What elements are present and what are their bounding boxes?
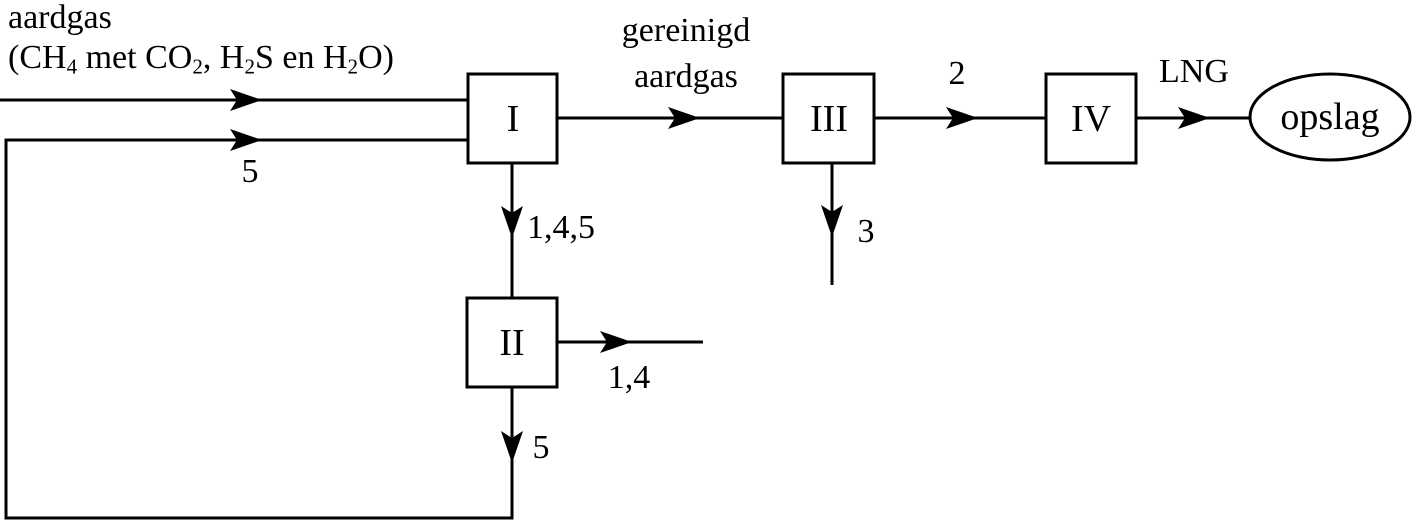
- arrowhead-II-recycle: [501, 431, 523, 463]
- arrowhead-IV-to-storage: [1178, 107, 1210, 129]
- unit-I-box: [466, 72, 559, 165]
- arrowhead-I-to-III: [668, 107, 700, 129]
- formula-subscript: 2: [244, 54, 255, 79]
- unit-IV-box: [1044, 72, 1138, 165]
- stream-label-purified-line1: gereinigd: [621, 12, 751, 49]
- formula-subscript: 2: [192, 54, 203, 79]
- stream-label-purified-line2: aardgas: [634, 58, 738, 95]
- stream-label-recycle-feed: 5: [241, 153, 259, 190]
- recycle-loop-line: [4, 138, 514, 520]
- formula-part: S en H: [254, 39, 348, 76]
- stream-label-II-output: 1,4: [607, 359, 651, 396]
- stream-label-III-output: 3: [857, 213, 875, 250]
- arrowhead-feed: [230, 89, 262, 111]
- formula-part: O): [358, 39, 394, 76]
- unit-III-box: [781, 72, 876, 165]
- stream-label-III-to-IV: 2: [948, 55, 966, 92]
- formula-subscript: 4: [66, 54, 78, 79]
- storage-ellipse: [1248, 72, 1412, 162]
- unit-IV-label: IV: [1070, 98, 1112, 140]
- formula-subscript: 2: [347, 54, 359, 79]
- arrowhead-III-to-IV: [946, 107, 978, 129]
- storage-label: opslag: [1280, 96, 1380, 138]
- stream-label-II-recycle: 5: [532, 429, 550, 466]
- unit-II-box: [465, 296, 559, 389]
- formula-part: (CH: [8, 39, 67, 76]
- stream-label-purified-gas: gereinigd aardgas: [622, 8, 750, 100]
- stream-label-lng: LNG: [1159, 53, 1229, 90]
- stream-label-I-to-II: 1,4,5: [527, 209, 595, 246]
- unit-II-label: II: [499, 322, 525, 364]
- arrowhead-I-to-II: [501, 206, 523, 238]
- feed-label: aardgas: [8, 0, 112, 36]
- formula-part: met CO: [77, 39, 193, 76]
- arrowhead-recycle-feed: [230, 129, 262, 151]
- formula-part: , H: [202, 39, 245, 76]
- unit-III-label: III: [810, 98, 848, 140]
- feed-formula: (CH4 met CO2, H2S en H2O): [8, 38, 394, 78]
- arrowhead-II-output: [600, 331, 632, 353]
- arrowhead-III-output: [821, 205, 843, 237]
- unit-I-label: I: [506, 98, 520, 140]
